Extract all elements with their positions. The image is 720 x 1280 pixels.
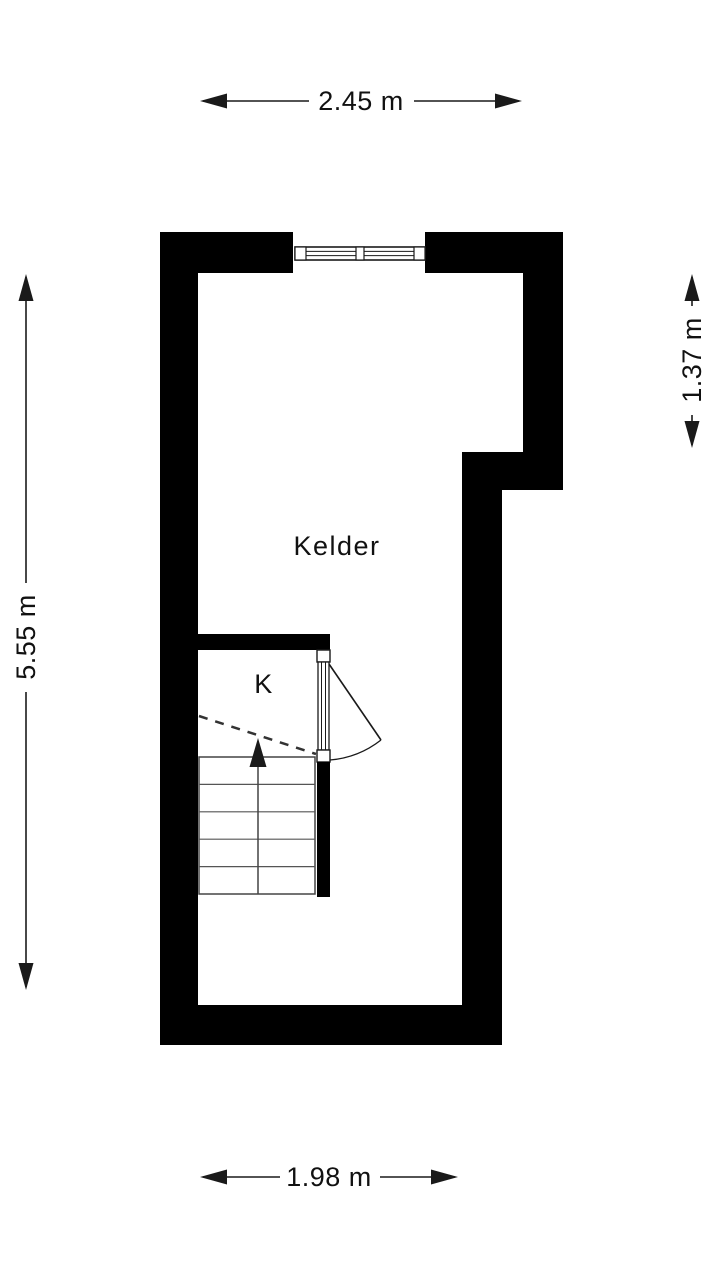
dimension-left-height: 5.55 m: [11, 274, 41, 990]
room-label-k: K: [254, 669, 274, 699]
arrow-down-icon: [18, 963, 34, 990]
wall-left: [160, 232, 198, 1045]
wall-below-door: [317, 762, 330, 897]
dimension-bottom-width: 1.98 m: [200, 1162, 458, 1192]
wall-right-lower: [462, 452, 502, 1045]
dimension-label-left: 5.55 m: [11, 594, 41, 680]
exterior-walls: [160, 232, 563, 1045]
stair-cut-dashed-line: [198, 714, 317, 756]
arrow-left-icon: [200, 93, 227, 109]
stair-direction-arrow-icon: [249, 738, 267, 767]
interior-partition: [198, 634, 382, 897]
door-leaf: [317, 661, 330, 751]
dimension-label-top: 2.45 m: [318, 86, 404, 116]
dimension-label-right: 1.37 m: [677, 317, 707, 403]
arrow-down-icon: [684, 421, 700, 448]
staircase: [198, 714, 317, 895]
room-label-kelder: Kelder: [293, 531, 380, 561]
door-post-bottom: [316, 749, 331, 763]
window-post-center: [355, 246, 365, 261]
window-post-left: [294, 246, 307, 261]
door-swing-arc: [329, 739, 382, 761]
arrow-left-icon: [200, 1169, 227, 1185]
arrow-up-icon: [684, 274, 700, 301]
dimension-label-bottom: 1.98 m: [286, 1162, 372, 1192]
interior-wall: [198, 634, 330, 650]
door-post-top: [316, 649, 331, 663]
wall-bottom: [160, 1005, 502, 1045]
window: [294, 246, 426, 261]
stair-outline: [198, 756, 316, 895]
interior-wall-endcap: [317, 634, 330, 652]
wall-right-upper: [523, 232, 563, 490]
arrow-up-icon: [18, 274, 34, 301]
dimension-top-width: 2.45 m: [200, 86, 522, 116]
dimension-right-height: 1.37 m: [677, 274, 707, 448]
arrow-right-icon: [431, 1169, 458, 1185]
door-swing-line: [328, 663, 382, 741]
arrow-right-icon: [495, 93, 522, 109]
window-post-right: [413, 246, 426, 261]
